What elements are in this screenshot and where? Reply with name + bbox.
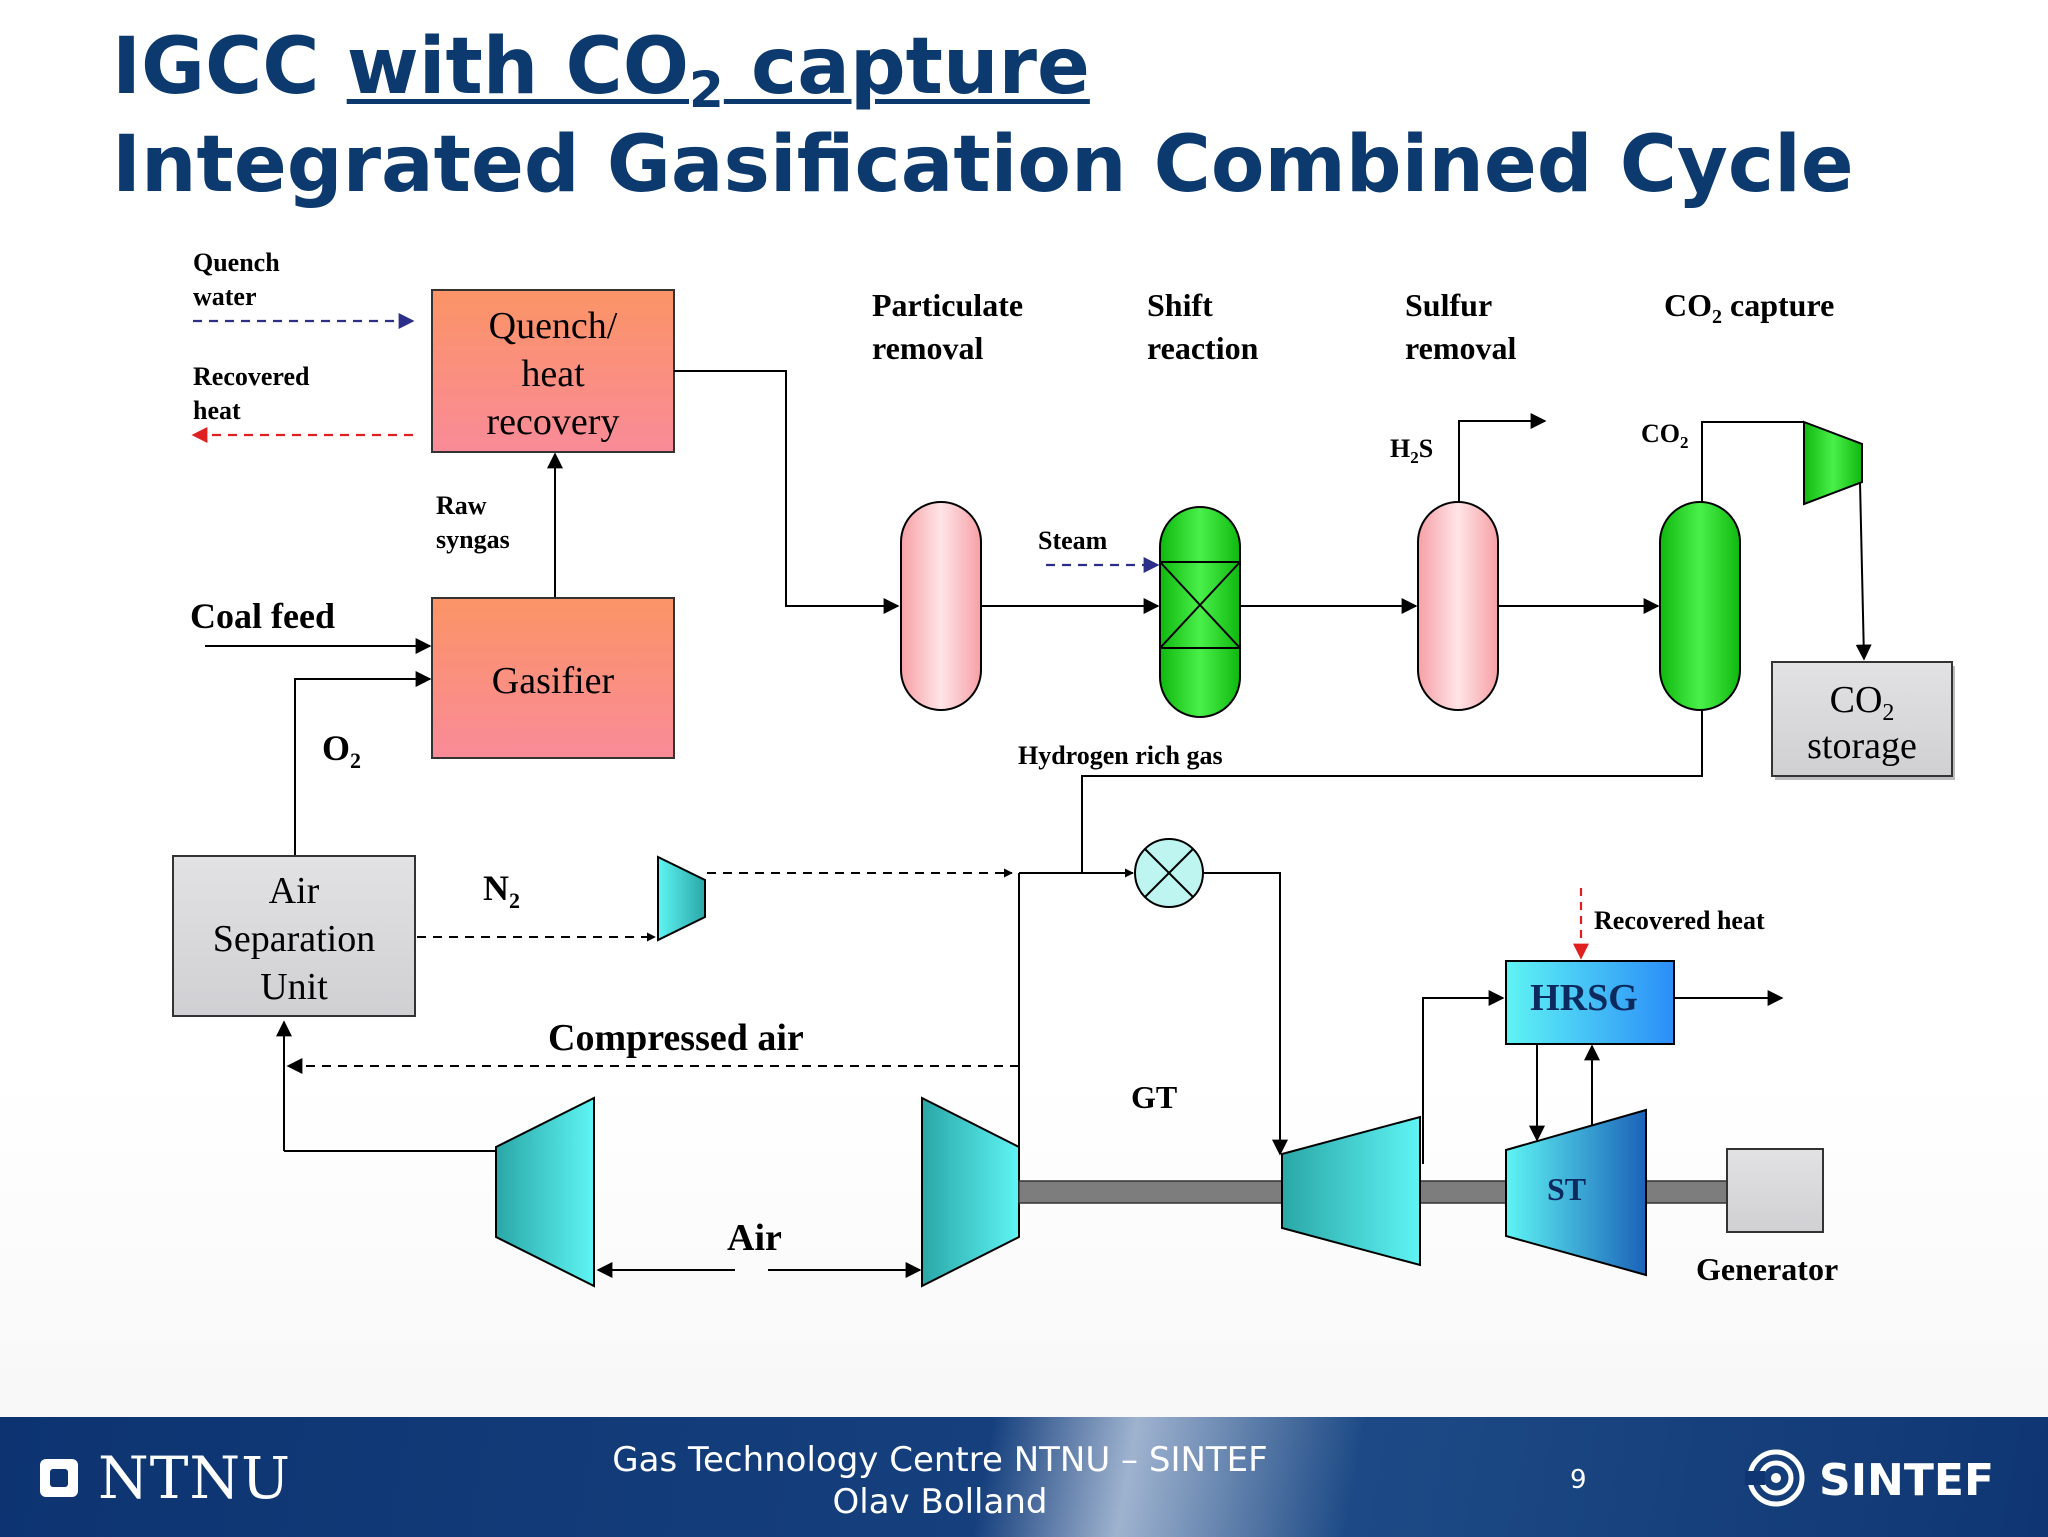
compressed-air-label: Compressed air bbox=[548, 1017, 804, 1059]
co2-to-storage-arrow bbox=[1855, 481, 1872, 661]
ntnu-logo: NTNU bbox=[40, 1444, 300, 1512]
steam-label: Steam bbox=[1038, 526, 1108, 555]
co2-capture-label: CO2 capture bbox=[1664, 287, 1834, 328]
o2-label: O2 bbox=[322, 728, 361, 773]
footer-credit: Gas Technology Centre NTNU – SINTEF Olav… bbox=[540, 1439, 1340, 1523]
gt-compressor bbox=[921, 1096, 1020, 1288]
sintef-logo-text: SINTEF bbox=[1819, 1455, 1995, 1506]
generator-box bbox=[1726, 1148, 1824, 1233]
title-igcc: IGCC bbox=[112, 22, 347, 112]
air-separation-unit-box bbox=[172, 855, 416, 1017]
slide-title-line-2: Integrated Gasification Combined Cycle bbox=[112, 120, 1854, 210]
n2-compressor bbox=[657, 855, 706, 942]
gas-turbine bbox=[1281, 1115, 1421, 1267]
hrsg-label: HRSG bbox=[1530, 977, 1638, 1019]
gasifier-box bbox=[431, 597, 675, 759]
page-number: 9 bbox=[1570, 1465, 1587, 1495]
co2-storage-box bbox=[1771, 661, 1953, 777]
co2-outlet-line bbox=[1701, 421, 1804, 502]
co2-outlet-label: CO2 bbox=[1641, 419, 1689, 452]
particulate-removal-vessel bbox=[900, 501, 982, 711]
steam-turbine bbox=[1505, 1108, 1647, 1277]
generator-label: Generator bbox=[1696, 1251, 1838, 1287]
gt-shaft bbox=[1018, 1180, 1284, 1204]
n2-label: N2 bbox=[483, 868, 520, 913]
slide-title-line-1: IGCC with CO2 capture bbox=[112, 28, 1090, 115]
gt-exhaust-to-hrsg-line bbox=[1422, 990, 1505, 1164]
ntnu-logo-text: NTNU bbox=[98, 1444, 292, 1512]
o2-line bbox=[294, 671, 432, 856]
st-label: ST bbox=[1547, 1171, 1586, 1207]
gt-label: GT bbox=[1131, 1079, 1177, 1115]
quench-to-particulate-line bbox=[674, 370, 900, 614]
quench-heat-recovery-box bbox=[431, 289, 675, 453]
h2s-label: H2S bbox=[1390, 434, 1433, 467]
co2-capture-vessel bbox=[1659, 501, 1741, 711]
ntnu-logo-icon bbox=[40, 1459, 78, 1497]
sintef-logo-icon bbox=[1745, 1449, 1805, 1507]
hrsg-box bbox=[1505, 960, 1675, 1045]
st-generator-shaft bbox=[1644, 1180, 1728, 1204]
hydrogen-rich-gas-line bbox=[1081, 711, 1703, 873]
recovered-heat-hrsg-label: Recovered heat bbox=[1594, 906, 1765, 935]
sulfur-removal-vessel bbox=[1417, 501, 1499, 711]
air-compressor-asu bbox=[495, 1096, 595, 1288]
footer-bar: NTNU Gas Technology Centre NTNU – SINTEF… bbox=[0, 1417, 2048, 1537]
coal-feed-label: Coal feed bbox=[190, 596, 335, 636]
air-label: Air bbox=[727, 1217, 782, 1259]
footer-line-2: Olav Bolland bbox=[832, 1482, 1048, 1522]
footer-line-1: Gas Technology Centre NTNU – SINTEF bbox=[612, 1440, 1268, 1480]
mixer-to-gt-line bbox=[1203, 872, 1288, 1156]
gasifier-label: Gasifier bbox=[492, 660, 615, 702]
h2s-outlet-line bbox=[1458, 413, 1547, 502]
shift-reactor-vessel bbox=[1159, 506, 1241, 718]
sintef-logo: SINTEF bbox=[1745, 1447, 2015, 1509]
hydrogen-rich-gas-label: Hydrogen rich gas bbox=[1018, 741, 1223, 770]
co2-compressor bbox=[1803, 420, 1863, 506]
title-underlined-segment: with CO2 capture bbox=[346, 22, 1090, 119]
gt-st-shaft bbox=[1419, 1180, 1507, 1204]
